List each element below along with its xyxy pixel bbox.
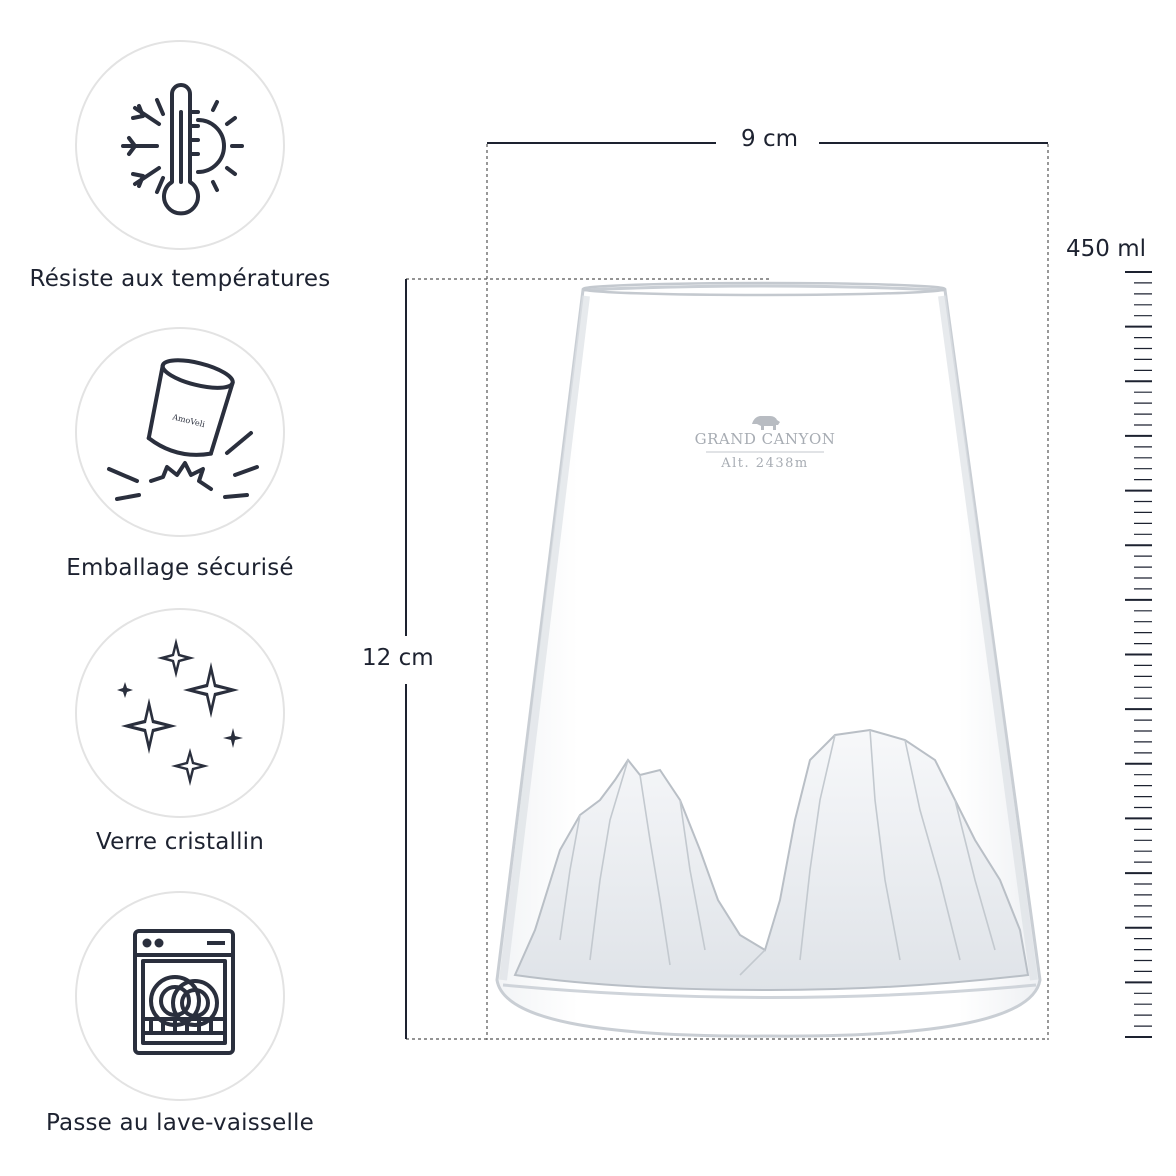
feature-packaging-label: Emballage sécurisé xyxy=(66,555,294,581)
engraving-title: GRAND CANYON xyxy=(695,430,836,448)
mountain-relief xyxy=(513,728,1030,992)
feature-crystal-label: Verre cristallin xyxy=(95,829,265,855)
glass-engraving: GRAND CANYON Alt. 2438m xyxy=(695,416,836,471)
falling-glass-icon: AmoVeli xyxy=(107,358,259,501)
bear-icon xyxy=(752,416,780,430)
feature-temperature-label: Résiste aux températures xyxy=(29,266,331,292)
dishwasher-icon xyxy=(133,929,235,1055)
width-label: 9 cm xyxy=(737,126,802,152)
glass-tumbler: GRAND CANYON Alt. 2438m xyxy=(495,281,1042,1038)
capacity-ruler xyxy=(1125,271,1152,1038)
thermometer-hot-cold-icon xyxy=(121,83,244,216)
feature-crystal-badge xyxy=(75,608,285,818)
feature-temperature-badge xyxy=(75,40,285,250)
height-label: 12 cm xyxy=(360,645,436,671)
feature-dishwasher-badge xyxy=(75,891,285,1101)
dimension-guides xyxy=(406,144,1049,1040)
sparkles-icon xyxy=(117,638,243,786)
feature-packaging-badge: AmoVeli xyxy=(75,327,285,537)
capacity-label: 450 ml xyxy=(1066,236,1147,262)
engraving-subtitle: Alt. 2438m xyxy=(720,456,808,471)
feature-dishwasher-label: Passe au lave-vaisselle xyxy=(45,1110,314,1136)
